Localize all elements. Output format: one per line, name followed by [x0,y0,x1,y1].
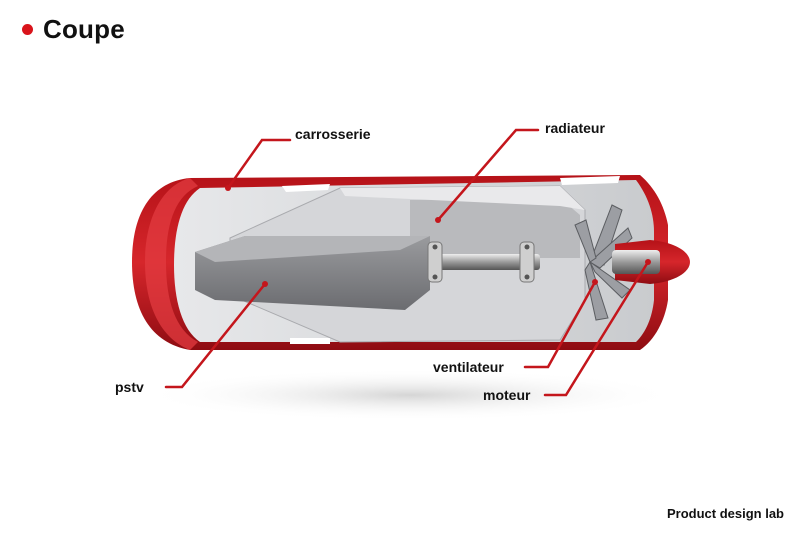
label-pstv: pstv [115,379,144,395]
bullet-dot-icon [22,24,33,35]
title-block: Coupe [22,14,125,45]
page-title: Coupe [43,14,125,44]
shaft [430,254,540,270]
label-carrosserie: carrosserie [295,126,371,142]
callout-radiateur [436,128,540,222]
callout-carrosserie [226,138,292,190]
motor [612,250,660,274]
label-moteur: moteur [483,387,531,403]
fan [574,204,633,321]
ground-shadow [140,369,680,421]
callout-ventilateur [523,280,597,369]
label-ventilateur: ventilateur [433,359,504,375]
footer-credit: Product design lab [666,506,784,521]
label-radiateur: radiateur [545,120,605,136]
callout-moteur [543,260,650,397]
callout-pstv [164,282,267,389]
